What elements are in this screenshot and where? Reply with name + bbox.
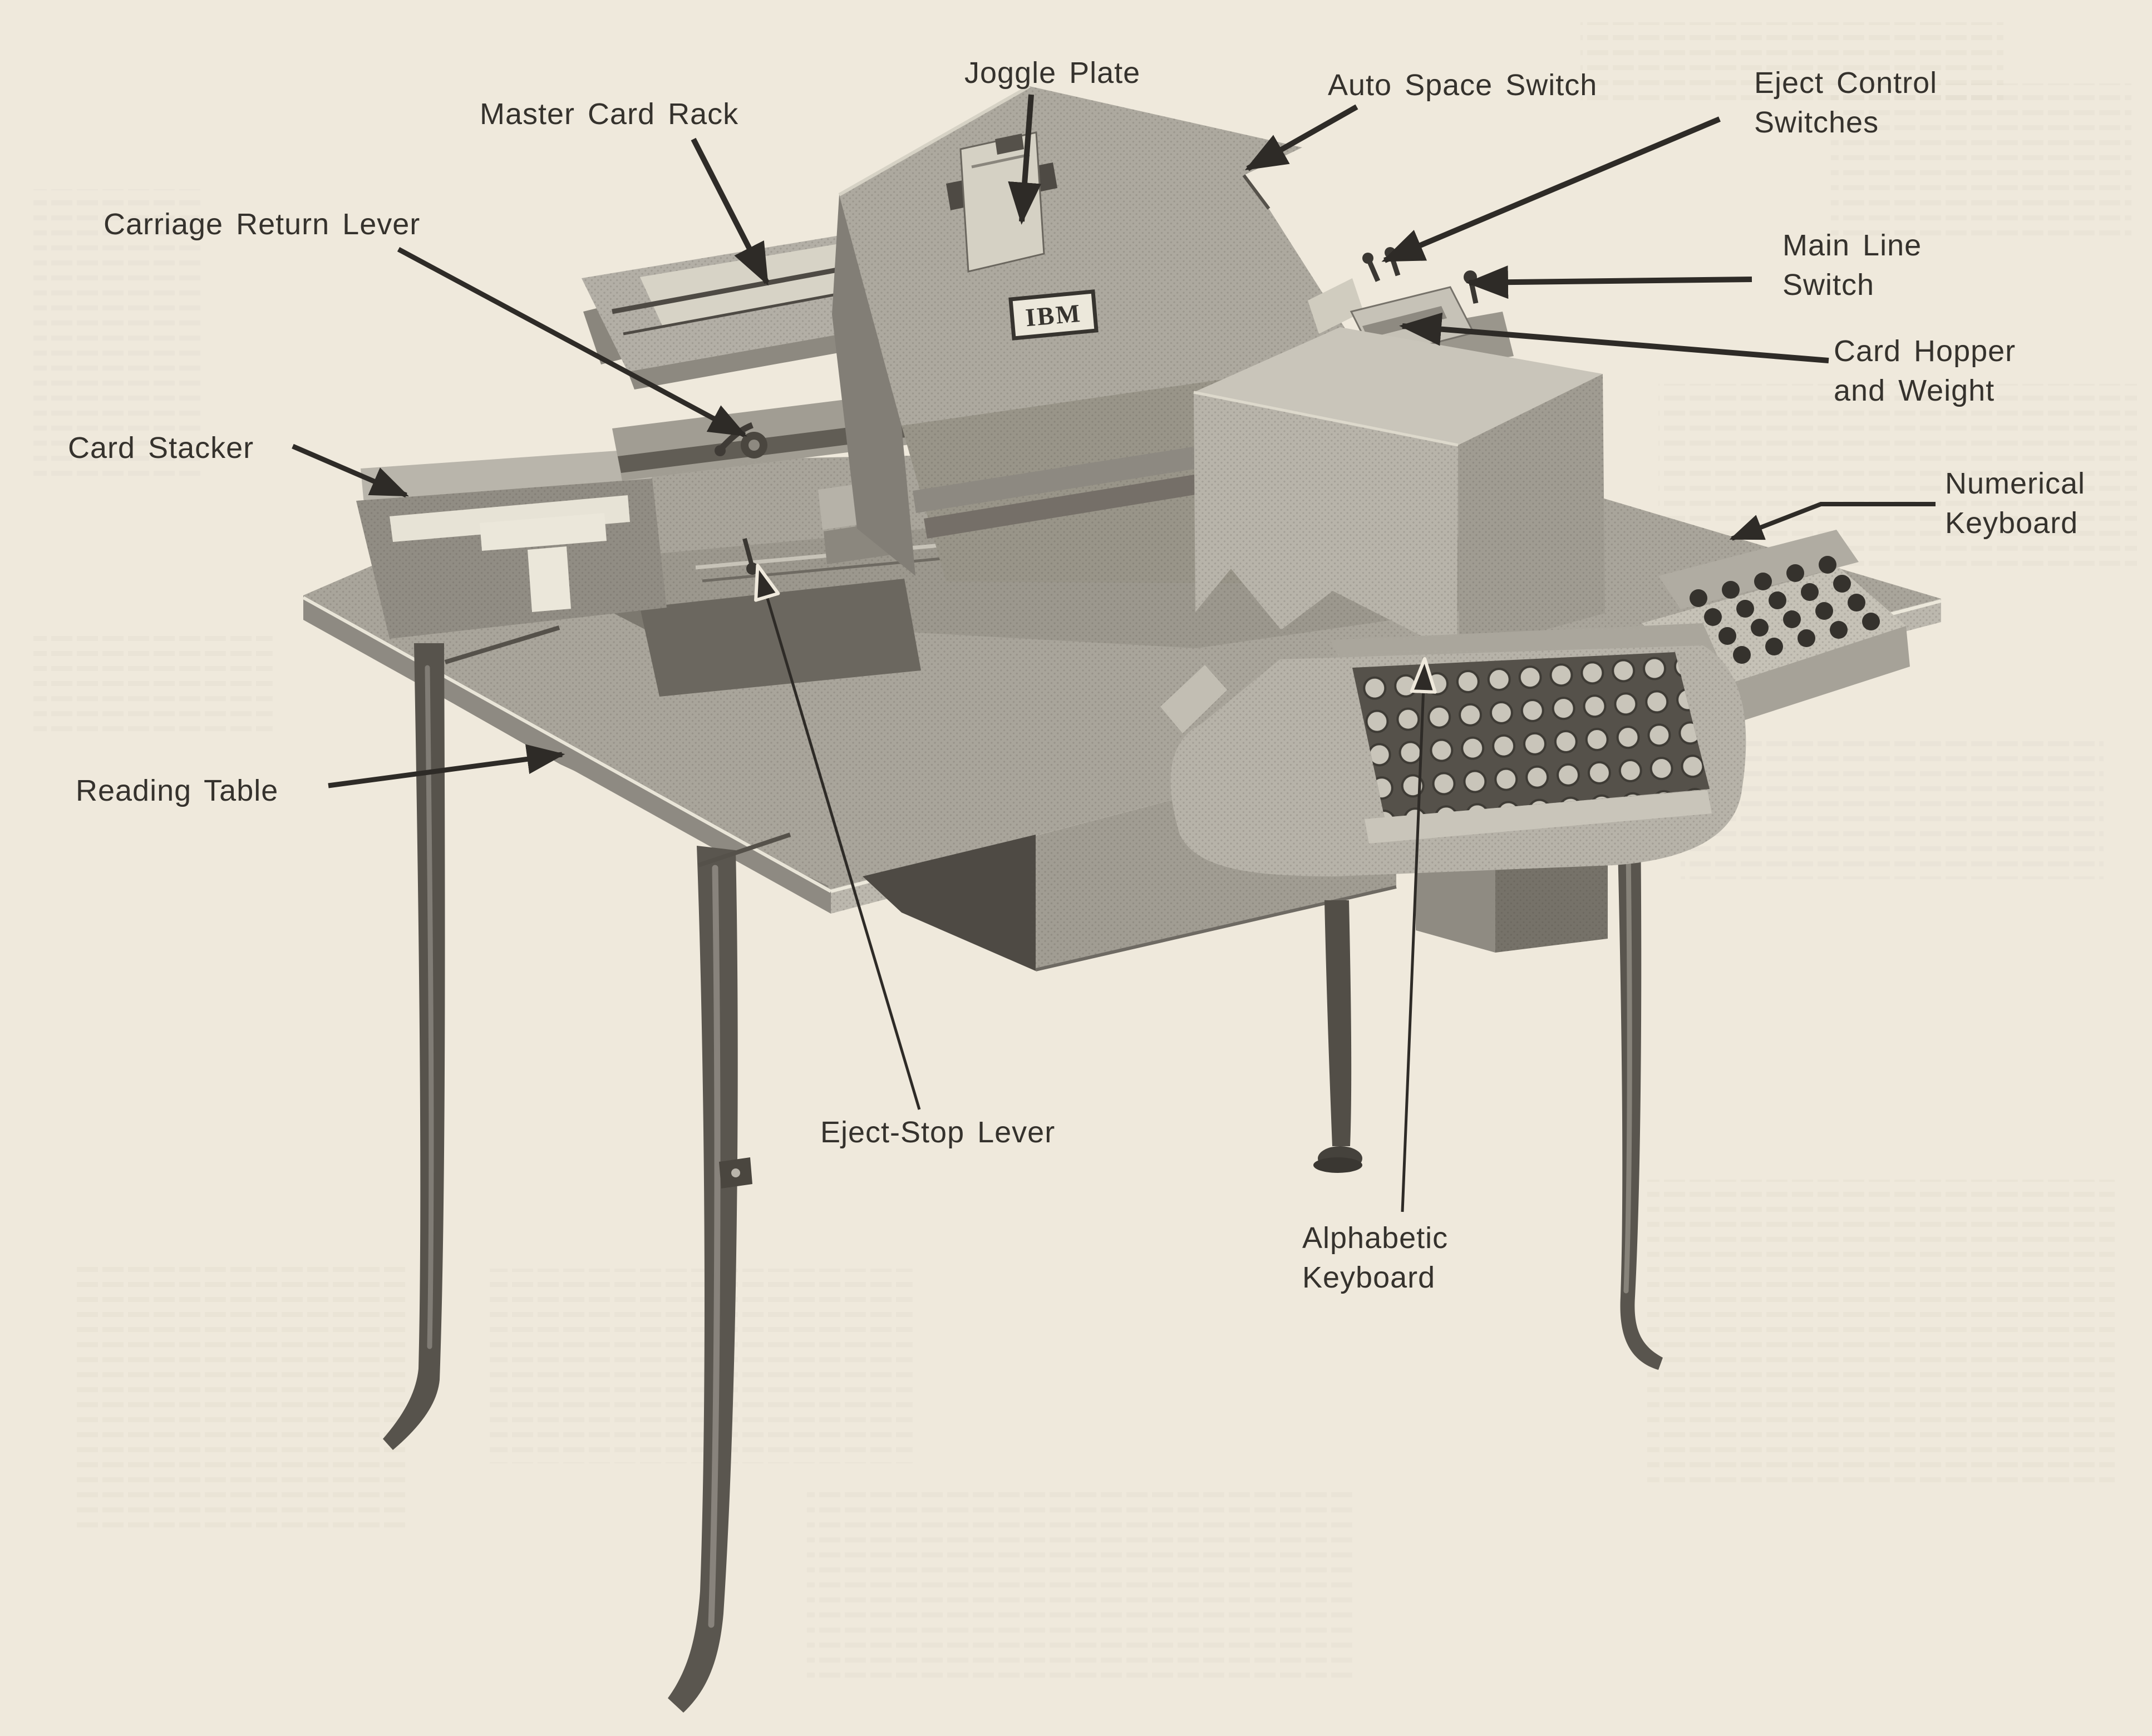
label-carriage-return-lever: Carriage Return Lever	[104, 208, 421, 241]
leader-eject-stop-lever	[754, 564, 921, 1110]
ibm-logo: IBM	[1025, 299, 1083, 332]
leader-joggle-plate	[1008, 94, 1042, 225]
leader-reading-table	[328, 744, 565, 788]
alphabetic-keyboard	[1160, 623, 1746, 876]
under-table-shadow	[863, 835, 1036, 971]
leader-alphabetic-keyboard	[1401, 657, 1437, 1212]
label-card-hopper-and-weight: Card Hopper and Weight	[1834, 334, 2016, 407]
leader-main-line-switch	[1466, 265, 1752, 299]
label-master-card-rack: Master Card Rack	[480, 97, 739, 131]
stacked-cards	[390, 495, 630, 542]
keypunch-machine: IBM	[356, 85, 1910, 876]
leader-numerical-keyboard	[1729, 502, 1936, 541]
leader-auto-space-switch	[1244, 104, 1358, 171]
numeric-keys	[1690, 556, 1880, 664]
label-alphabetic-keyboard: Alphabetic Keyboard	[1302, 1221, 1449, 1294]
leader-master-card-rack	[691, 137, 770, 286]
label-card-stacker: Card Stacker	[68, 431, 254, 465]
leader-eject-control-switches	[1381, 116, 1721, 263]
label-main-line-switch: Main Line Switch	[1782, 229, 1922, 302]
label-reading-table: Reading Table	[76, 774, 279, 807]
table-leg-back-right	[1324, 900, 1352, 1146]
alphabetic-keys	[1352, 652, 1710, 818]
carriage-rail	[913, 446, 1198, 513]
typewriter-cover-box	[1193, 327, 1605, 654]
label-eject-stop-lever: Eject-Stop Lever	[820, 1116, 1056, 1149]
page-show-through	[33, 22, 2137, 1686]
housing-left-face	[832, 195, 915, 576]
table-leg-front-left	[668, 846, 738, 1713]
label-joggle-plate: Joggle Plate	[964, 56, 1141, 90]
auto-space-switch	[1242, 174, 1270, 210]
label-eject-control-switches: Eject Control Switches	[1754, 66, 1938, 139]
card-stacker	[356, 448, 667, 639]
callout-leaders	[292, 94, 1936, 1212]
label-numerical-keyboard: Numerical Keyboard	[1945, 467, 2086, 540]
leader-card-hopper	[1399, 312, 1829, 363]
table-legs	[383, 625, 1736, 1713]
leader-carriage-return-lever	[397, 247, 747, 437]
ibm-logo-plate	[1008, 289, 1099, 341]
label-auto-space-switch: Auto Space Switch	[1328, 68, 1598, 102]
leader-card-stacker	[292, 443, 409, 498]
